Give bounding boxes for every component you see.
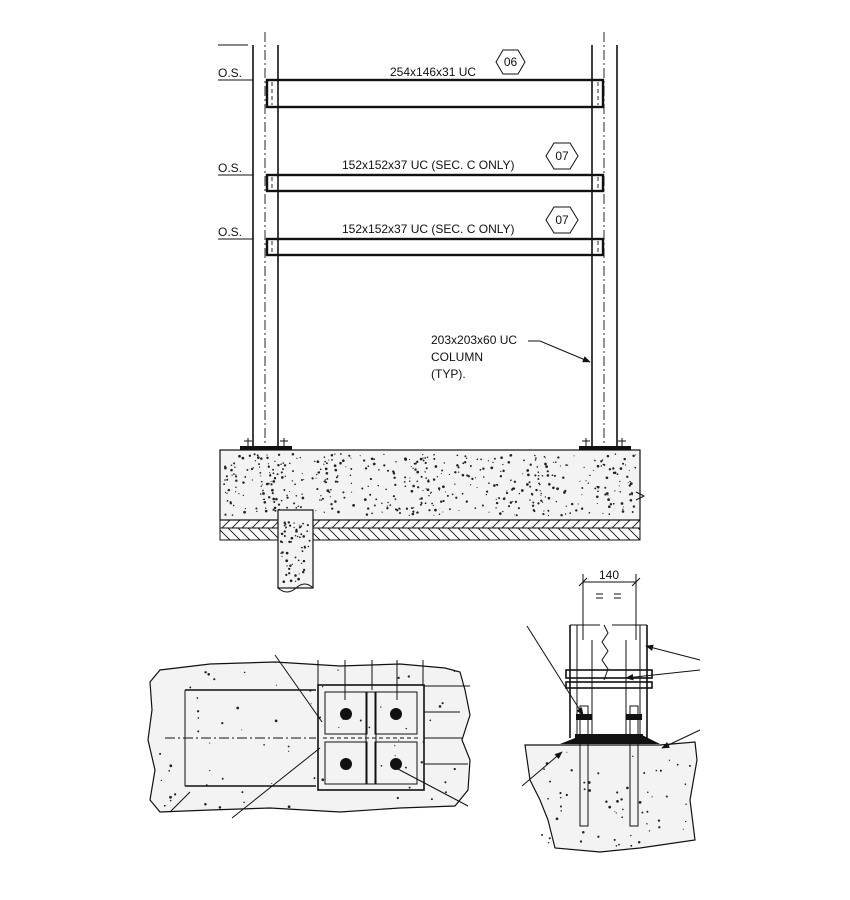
beam-2-label: 152x152x37 UC (SEC. C ONLY): [342, 158, 515, 172]
base-section-detail: 140: [521, 568, 701, 853]
pile: [277, 509, 314, 593]
dimension-140: 140: [578, 568, 641, 640]
svg-text:07: 07: [555, 149, 569, 163]
beam-2: [265, 173, 605, 193]
left-column: [252, 32, 279, 448]
os-label-3: O.S.: [218, 225, 242, 239]
column-callout: 203x203x60 UC COLUMN (TYP).: [431, 333, 591, 381]
os-markers: O.S. O.S. O.S.: [218, 44, 253, 240]
os-label-2: O.S.: [218, 161, 242, 175]
column-callout-line-2: COLUMN: [431, 350, 483, 364]
column-callout-line-1: 203x203x60 UC: [431, 333, 517, 347]
beam-1-tag: 06: [495, 49, 526, 75]
beam-1-label: 254x146x31 UC: [390, 65, 476, 79]
beam-3-label: 152x152x37 UC (SEC. C ONLY): [342, 222, 515, 236]
svg-text:06: 06: [504, 55, 518, 69]
svg-text:07: 07: [555, 213, 569, 227]
os-label-1: O.S.: [218, 66, 242, 80]
concrete-slab: [219, 449, 646, 541]
beam-3-tag: 07: [545, 206, 579, 234]
beam-1: [265, 78, 605, 109]
elevation-view: O.S. O.S. O.S.: [218, 32, 646, 593]
plan-detail: [147, 654, 471, 819]
column-callout-line-3: (TYP).: [431, 367, 466, 381]
dimension-value: 140: [599, 568, 619, 582]
beam-3: [265, 237, 605, 257]
beam-2-tag: 07: [545, 142, 579, 170]
